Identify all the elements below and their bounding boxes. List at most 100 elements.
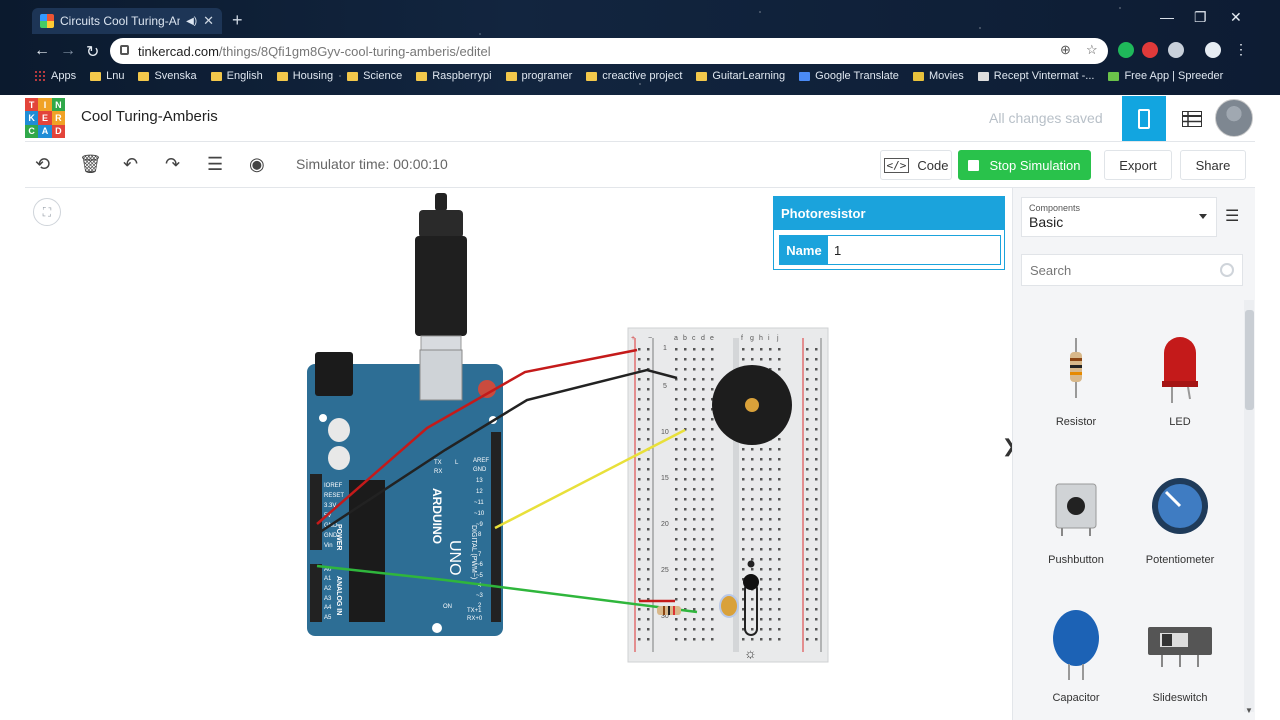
component-label: Pushbutton xyxy=(1048,554,1104,566)
component-capacitor[interactable]: Capacitor xyxy=(1026,604,1126,704)
tinkercad-logo[interactable]: T I N K E R C A D xyxy=(25,98,65,138)
bookmark-creactive-project[interactable]: creactive project xyxy=(586,70,682,82)
breadboard-hole xyxy=(806,528,809,531)
col-label-i: i xyxy=(768,335,770,342)
fit-view-icon[interactable]: ⛶ xyxy=(33,198,61,226)
redo-icon[interactable]: ↷ xyxy=(165,154,181,174)
breadboard-hole xyxy=(742,498,745,501)
panel-scrollbar-thumb[interactable] xyxy=(1245,310,1254,410)
breadboard-hole xyxy=(751,488,754,491)
wire-green[interactable] xyxy=(316,564,698,614)
piezo-buzzer[interactable] xyxy=(712,365,792,445)
col-label-d: d xyxy=(701,335,705,342)
bookmark-lnu[interactable]: Lnu xyxy=(90,70,124,82)
bookmark-science[interactable]: Science xyxy=(347,70,402,82)
breadboard-hole xyxy=(693,458,696,461)
name-input[interactable]: 1 xyxy=(834,242,842,258)
back-icon[interactable]: ← xyxy=(34,42,50,59)
component-resistor[interactable]: Resistor xyxy=(1026,328,1126,428)
bookmark-recept[interactable]: Recept Vintermat -... xyxy=(977,70,1094,82)
new-tab-icon[interactable]: + xyxy=(232,10,243,30)
breadboard-hole xyxy=(638,598,641,601)
profile-icon[interactable] xyxy=(1205,42,1221,58)
address-bar[interactable]: tinkercad.com/things/8Qfi1gm8Gyv-cool-tu… xyxy=(110,38,1108,64)
export-button[interactable]: Export xyxy=(1104,150,1172,180)
rotate-icon[interactable]: ⟲ xyxy=(35,154,51,174)
notes-icon[interactable]: ☰ xyxy=(207,154,224,174)
breadboard-hole xyxy=(647,468,650,471)
project-title[interactable]: Cool Turing-Amberis xyxy=(81,108,218,125)
bookmark-housing[interactable]: Housing xyxy=(276,70,333,82)
wire-red[interactable] xyxy=(316,348,638,525)
photoresistor[interactable]: ☼ xyxy=(719,560,759,662)
digital-pwm-label: DIGITAL (PWM~) xyxy=(470,525,477,579)
breadboard-hole xyxy=(778,478,781,481)
undo-icon[interactable]: ↶ xyxy=(123,154,139,174)
panel-scrollbar[interactable] xyxy=(1244,300,1254,712)
breadboard-hole xyxy=(684,628,687,631)
breadboard-hole xyxy=(815,518,818,521)
delete-icon[interactable]: 🗑 xyxy=(79,154,102,174)
breadboard-hole xyxy=(778,518,781,521)
breadboard-hole xyxy=(806,478,809,481)
breadboard-hole xyxy=(693,428,696,431)
breadboard-hole xyxy=(693,628,696,631)
browser-tab[interactable]: Circuits Cool Turing-Amberis ◀) ✕ xyxy=(32,8,222,34)
breadboard-hole xyxy=(769,578,772,581)
bookmark-spreeder[interactable]: Free App | Spreeder xyxy=(1108,70,1223,82)
share-button[interactable]: Share xyxy=(1180,150,1246,180)
breadboard-hole xyxy=(647,488,650,491)
list-view-icon[interactable]: ☰ xyxy=(1225,208,1240,225)
component-potentiometer[interactable]: Potentiometer xyxy=(1130,466,1230,566)
component-slideswitch[interactable]: Slideswitch xyxy=(1130,604,1230,704)
extension-circle-icon[interactable] xyxy=(1168,42,1184,58)
bookmark-raspberrypi[interactable]: Raspberrypi xyxy=(416,70,492,82)
circuit-view-button[interactable] xyxy=(1122,96,1166,141)
forward-icon[interactable]: → xyxy=(60,42,76,59)
bookmark-google-translate[interactable]: Google Translate xyxy=(799,70,899,82)
breadboard-hole xyxy=(742,588,745,591)
menu-dots-icon[interactable]: ⋮ xyxy=(1234,41,1248,57)
bookmark-programer[interactable]: programer xyxy=(505,70,572,82)
component-list-view-button[interactable] xyxy=(1170,96,1214,141)
pin-label-ioref: IOREF xyxy=(324,483,343,489)
scroll-down-icon[interactable]: ▼ xyxy=(1245,706,1253,715)
speaker-icon[interactable]: ◀) xyxy=(186,15,198,27)
component-search-input[interactable]: Search xyxy=(1021,254,1243,286)
reload-icon[interactable]: ↻ xyxy=(86,44,100,61)
component-led[interactable]: LED xyxy=(1130,328,1230,428)
arduino-uno-board[interactable]: ARDUINO UNO POWER ANALOG IN DIGITAL (PWM… xyxy=(307,349,503,636)
bookmark-guitarlearning[interactable]: GuitarLearning xyxy=(696,70,785,82)
extension-grammarly-icon[interactable] xyxy=(1118,42,1134,58)
bookmark-star-icon[interactable]: ☆ xyxy=(1086,42,1098,57)
wire-black[interactable] xyxy=(316,368,678,536)
bookmark-movies[interactable]: Movies xyxy=(912,70,964,82)
wire-yellow[interactable] xyxy=(494,428,686,530)
breadboard-hole xyxy=(742,508,745,511)
component-pushbutton[interactable]: Pushbutton xyxy=(1026,466,1126,566)
zoom-icon[interactable]: ⊕ xyxy=(1060,42,1071,57)
breadboard-hole xyxy=(815,568,818,571)
breadboard-hole xyxy=(711,638,714,641)
circuit-canvas[interactable]: ⛶ ARDUINO UNO POWER ANALOG IN xyxy=(25,188,1017,720)
breadboard-hole xyxy=(693,638,696,641)
user-avatar[interactable] xyxy=(1215,99,1253,137)
breadboard-hole xyxy=(751,548,754,551)
minimize-icon[interactable]: — xyxy=(1160,9,1174,25)
pin-label-vin: Vin xyxy=(324,543,333,549)
restore-icon[interactable]: ❐ xyxy=(1194,9,1207,25)
visibility-eye-icon[interactable]: ◉ xyxy=(249,154,265,174)
bookmark-svenska[interactable]: Svenska xyxy=(138,70,197,82)
close-window-icon[interactable]: ✕ xyxy=(1230,9,1242,25)
code-button[interactable]: </>Code xyxy=(880,150,952,180)
extension-mic-icon[interactable] xyxy=(1142,42,1158,58)
breadboard-hole xyxy=(806,498,809,501)
bookmark-english[interactable]: English xyxy=(210,70,263,82)
breadboard-hole xyxy=(760,488,763,491)
resistor-on-board[interactable] xyxy=(657,606,681,615)
components-dropdown[interactable]: Components Basic xyxy=(1021,197,1217,237)
breadboard-hole xyxy=(711,558,714,561)
stop-simulation-button[interactable]: Stop Simulation xyxy=(958,150,1091,180)
bookmark-apps[interactable]: Apps xyxy=(34,70,76,82)
close-tab-icon[interactable]: ✕ xyxy=(203,13,214,28)
